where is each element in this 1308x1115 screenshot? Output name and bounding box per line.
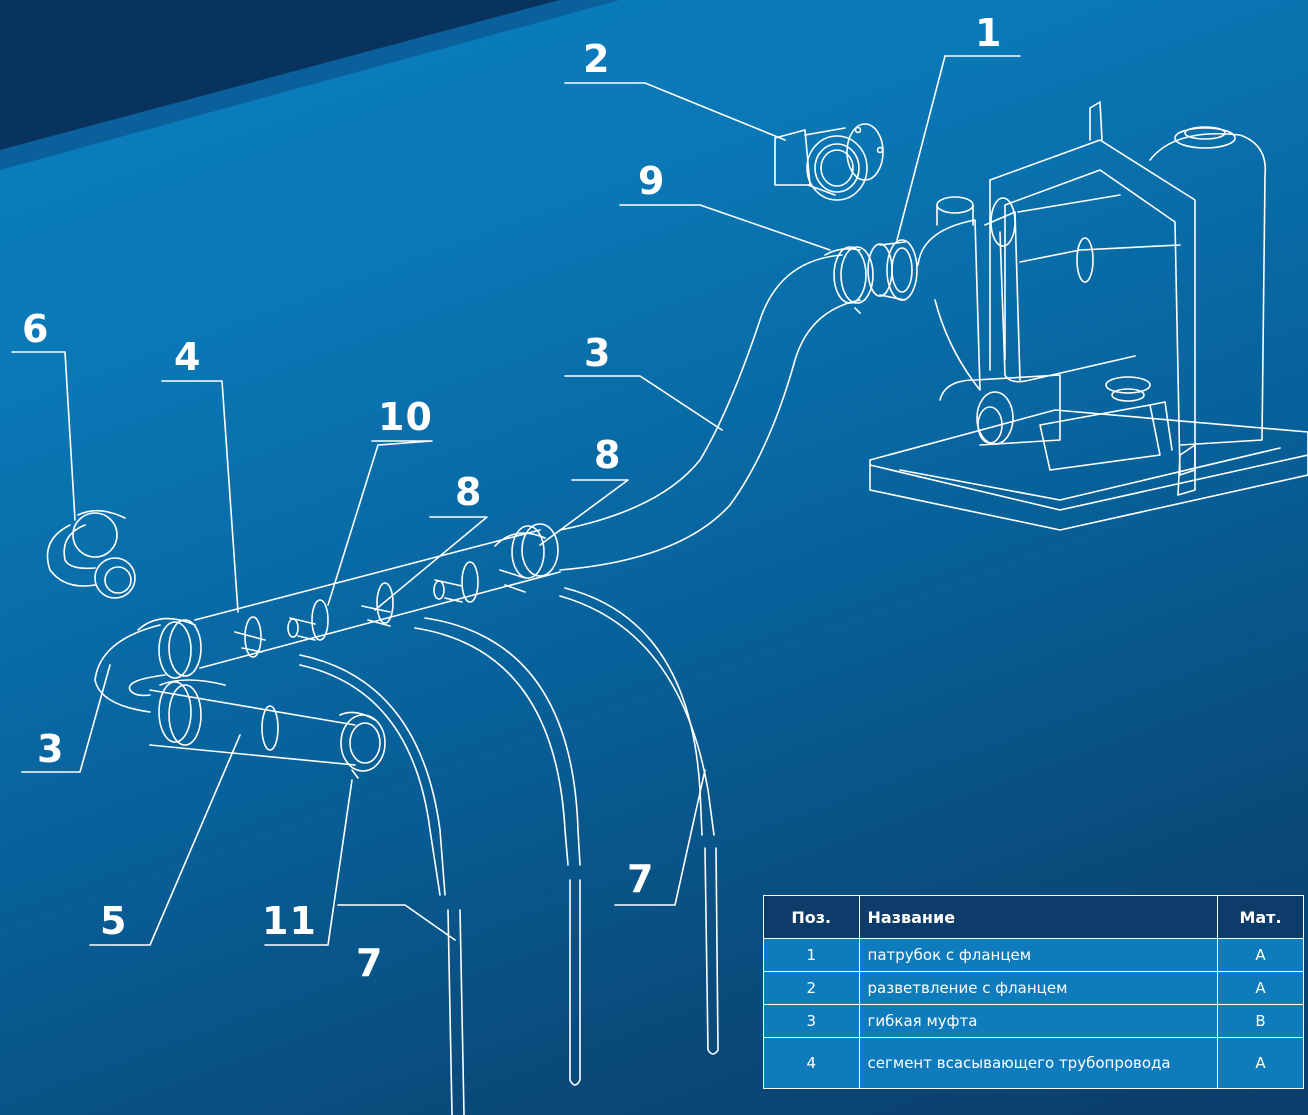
table-row: 4 сегмент всасывающего трубопровода A (763, 1037, 1304, 1089)
row-name: разветвление с фланцем (858, 971, 1219, 1005)
callout-8-left: 8 (455, 470, 483, 514)
table-row: 3 гибкая муфта B (763, 1004, 1304, 1038)
callout-11: 11 (262, 899, 317, 943)
callout-2: 2 (583, 37, 611, 81)
row-mat: A (1217, 1037, 1304, 1089)
end-cap (339, 711, 386, 779)
callout-3-lower: 3 (37, 727, 65, 771)
callout-7-left: 7 (356, 941, 384, 985)
flange-nozzle (867, 239, 918, 301)
pump-unit (869, 101, 1308, 531)
callout-4: 4 (174, 335, 202, 379)
elbow (46, 509, 136, 599)
callout-7-right: 7 (627, 857, 655, 901)
callout-5: 5 (100, 899, 128, 943)
row-name: сегмент всасывающего трубопровода (858, 1037, 1219, 1089)
row-pos: 1 (763, 938, 860, 972)
leader-lines (11, 55, 1021, 946)
row-mat: B (1217, 1004, 1304, 1038)
row-pos: 3 (763, 1004, 860, 1038)
row-pos: 2 (763, 971, 860, 1005)
lower-pipe (149, 679, 356, 766)
flexible-hose-upper (559, 254, 861, 571)
row-name: гибкая муфта (858, 1004, 1219, 1038)
table-row: 1 патрубок с фланцем A (763, 938, 1304, 972)
hoses (299, 587, 719, 1115)
callout-10: 10 (378, 395, 433, 439)
suction-pipe (194, 523, 561, 669)
row-mat: A (1217, 938, 1304, 972)
callout-8-right: 8 (594, 433, 622, 477)
table-header-row: Поз. Название Мат. (763, 895, 1304, 939)
header-name: Название (858, 895, 1219, 939)
row-name: патрубок с фланцем (858, 938, 1219, 972)
corner-band-shadow (0, 0, 620, 170)
callout-9: 9 (638, 159, 666, 203)
header-pos: Поз. (763, 895, 860, 939)
callout-1: 1 (975, 11, 1003, 55)
table-row: 2 разветвление с фланцем A (763, 971, 1304, 1005)
branch-with-flange (774, 123, 884, 201)
parts-table: Поз. Название Мат. 1 патрубок с фланцем … (763, 895, 1304, 1089)
row-pos: 4 (763, 1037, 860, 1089)
header-mat: Мат. (1217, 895, 1304, 939)
row-mat: A (1217, 971, 1304, 1005)
flexible-hose-lower-bend (94, 617, 202, 713)
callout-3-upper: 3 (584, 331, 612, 375)
callout-6: 6 (22, 307, 50, 351)
